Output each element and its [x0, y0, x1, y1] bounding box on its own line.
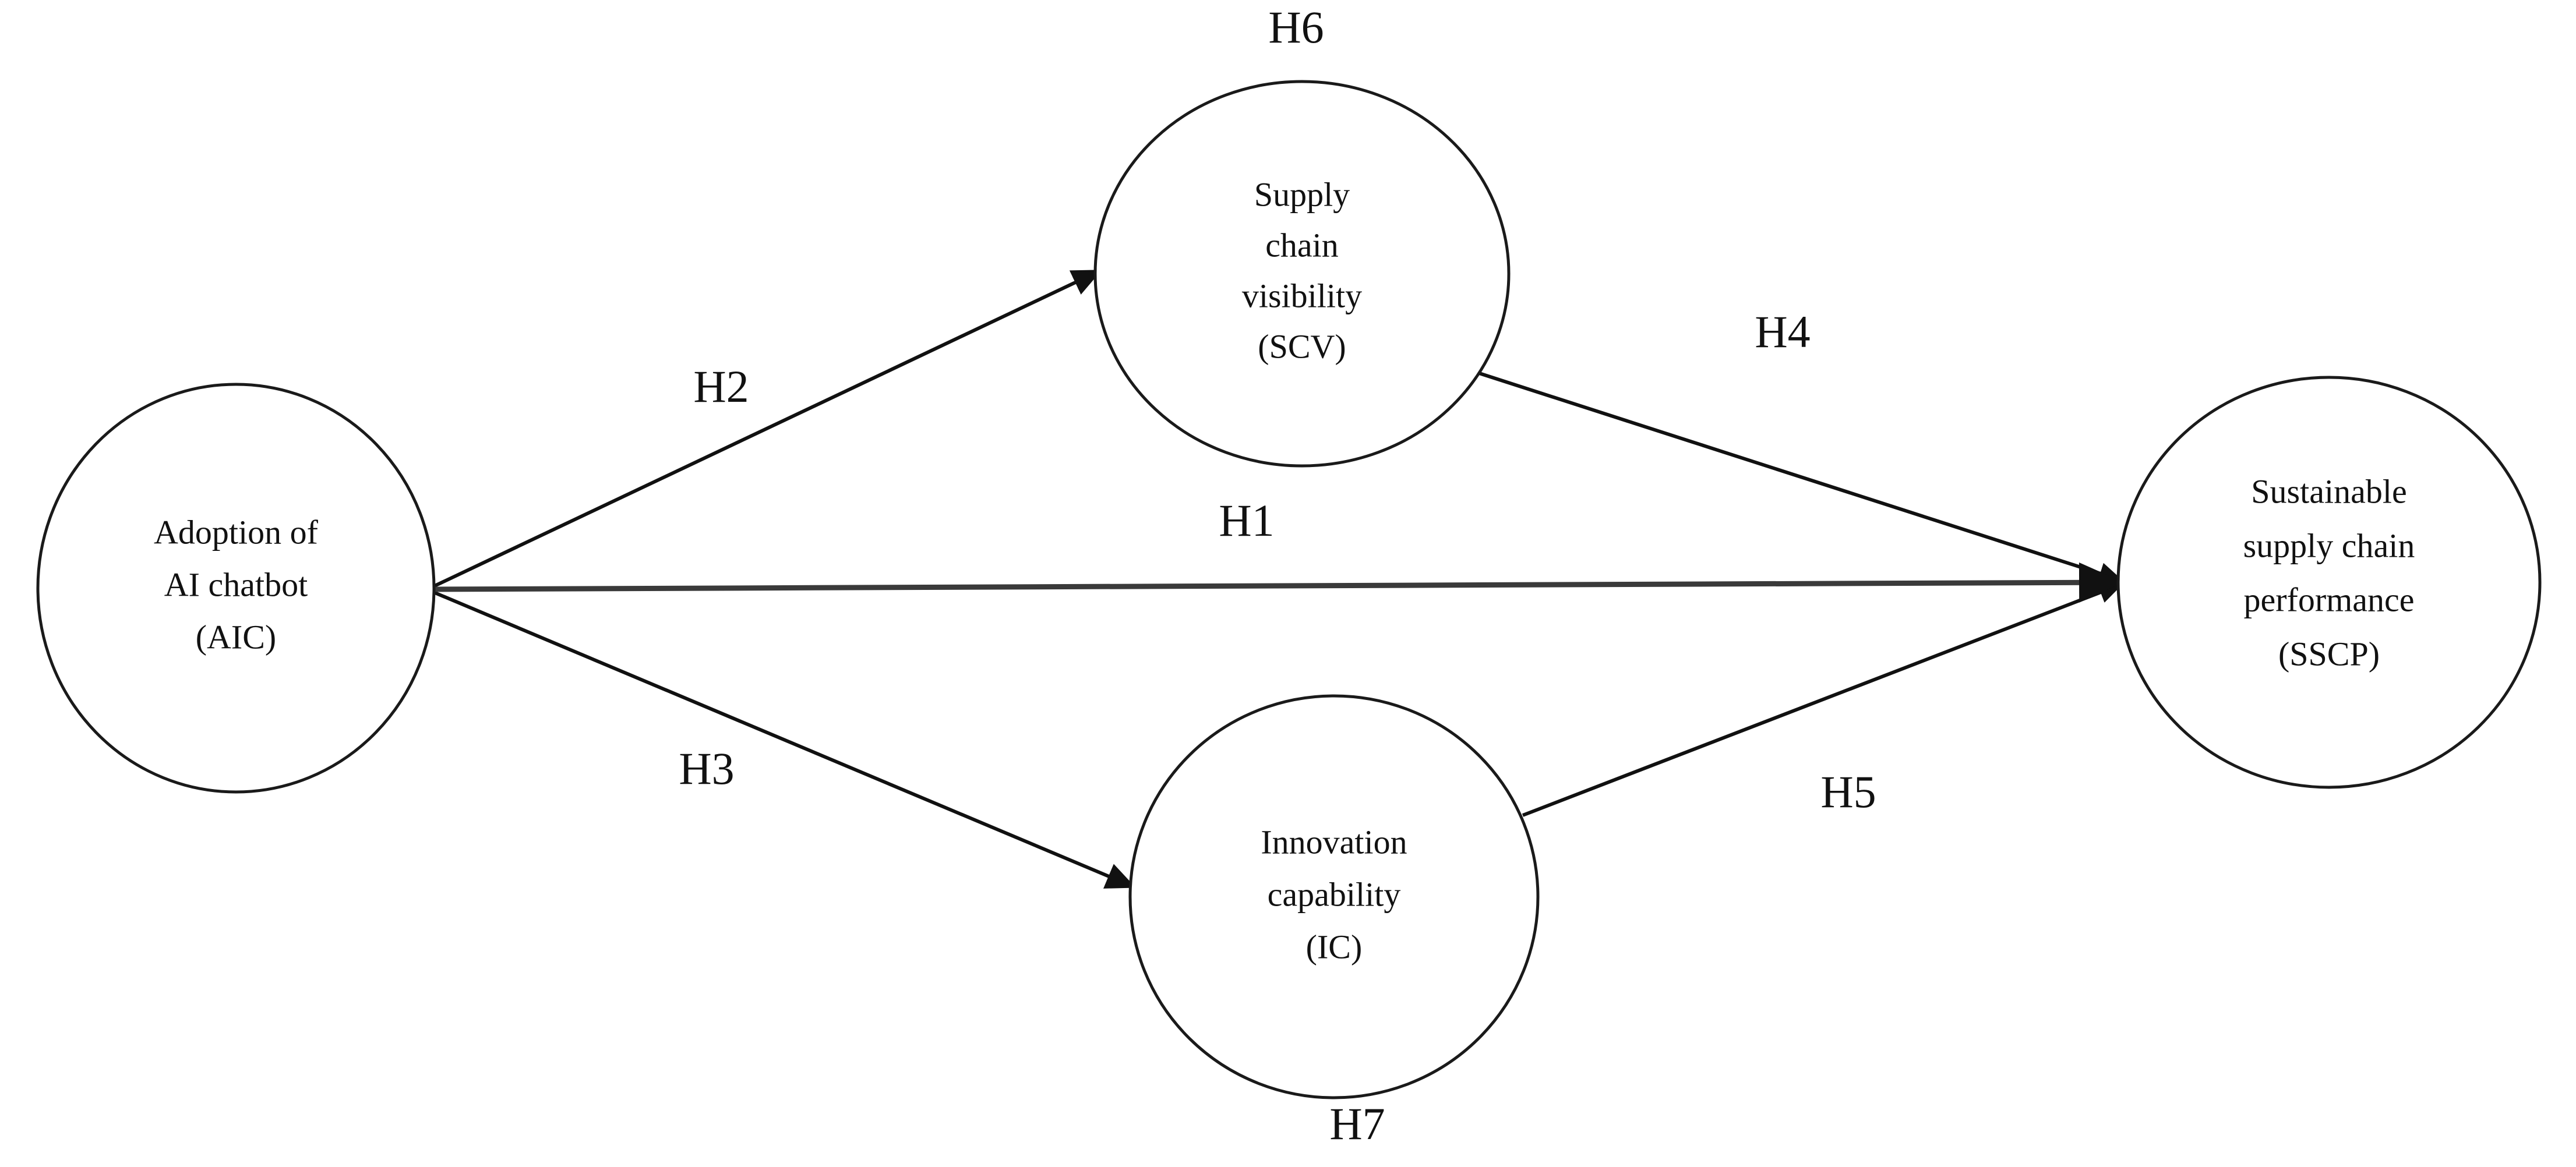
node-aic-label-line2: AI chatbot	[164, 565, 308, 603]
moderator-label-h6: H6	[1268, 2, 1324, 52]
edge-label-h4: H4	[1755, 306, 1810, 357]
node-ic[interactable]: Innovation capability (IC)	[1128, 694, 1540, 1099]
edge-h3-aic-to-ic	[431, 590, 1136, 889]
node-sscp[interactable]: Sustainable supply chain performance (SS…	[2116, 376, 2542, 789]
edge-h1-aic-to-sscp	[434, 562, 2124, 603]
node-aic-shape	[36, 383, 436, 794]
node-ic-label-line1: Innovation	[1261, 823, 1407, 861]
node-scv-shape	[1093, 80, 1511, 468]
node-ic-shape	[1128, 694, 1540, 1099]
node-scv-label-line1: Supply	[1254, 175, 1350, 213]
node-scv-label-line2: chain	[1265, 226, 1339, 264]
moderator-label-h7: H7	[1329, 1098, 1385, 1149]
edge-label-h5: H5	[1820, 766, 1876, 817]
node-sscp-label-line1: Sustainable	[2251, 472, 2406, 510]
node-sscp-label-line4: (SSCP)	[2278, 635, 2380, 673]
edge-label-h2: H2	[693, 361, 749, 412]
node-sscp-shape	[2116, 376, 2542, 789]
edge-label-h3: H3	[679, 743, 734, 794]
node-sscp-label-line2: supply chain	[2243, 526, 2415, 564]
edge-label-h1: H1	[1219, 495, 1274, 546]
node-ic-label-line3: (IC)	[1306, 928, 1363, 966]
node-sscp-label-line3: performance	[2243, 581, 2414, 618]
node-scv-label-line4: (SCV)	[1258, 327, 1346, 365]
node-ic-label-line2: capability	[1268, 875, 1401, 913]
edge-h5-ic-to-sscp	[1522, 582, 2123, 817]
node-aic-label-line1: Adoption of	[154, 513, 319, 551]
node-scv[interactable]: Supply chain visibility (SCV)	[1093, 80, 1511, 468]
node-aic[interactable]: Adoption of AI chatbot (AIC)	[36, 383, 436, 794]
node-aic-label-line3: (AIC)	[196, 618, 277, 656]
node-scv-label-line3: visibility	[1242, 277, 1362, 314]
edge-h4-scv-to-sscp	[1472, 369, 2123, 584]
edge-h2-aic-to-scv	[431, 270, 1102, 589]
